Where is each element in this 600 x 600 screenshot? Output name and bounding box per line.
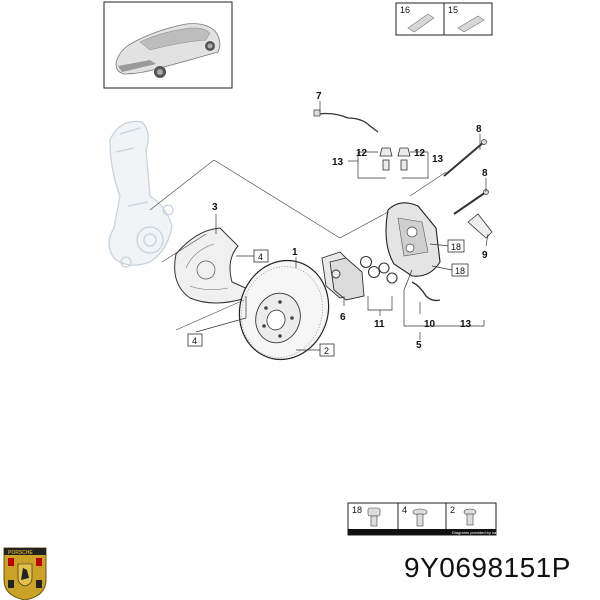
box-ref-18-upper: 18 <box>451 242 461 252</box>
callout-8-upper: 8 <box>476 124 482 135</box>
logo-text: PORSCHE <box>8 550 33 556</box>
callout-11: 11 <box>374 319 385 330</box>
legend-item-18-label: 18 <box>352 505 362 515</box>
callout-13-bottom: 13 <box>460 319 472 330</box>
callout-9: 9 <box>482 250 488 261</box>
callout-3: 3 <box>212 202 218 213</box>
callout-5: 5 <box>416 340 422 351</box>
brake-disc <box>238 259 330 361</box>
legend-item-16-label: 16 <box>400 5 410 15</box>
bolt-2-icon <box>463 508 477 526</box>
legend-item-2-label: 2 <box>450 505 455 515</box>
callout-10: 10 <box>424 319 436 330</box>
callout-13-left: 13 <box>332 157 344 168</box>
part-number: 9Y0698151P <box>404 552 571 583</box>
brake-pad-set <box>321 251 365 301</box>
paste-tube-icon <box>457 15 485 33</box>
bolt-4-icon <box>412 508 428 527</box>
retaining-spring <box>467 213 493 239</box>
leader-lines <box>195 101 489 351</box>
boxed-references <box>187 239 469 357</box>
vehicle-thumbnail <box>103 1 233 89</box>
porsche-logo: PORSCHE <box>3 547 47 600</box>
legend-item-15-label: 15 <box>448 5 458 15</box>
wear-sensor-wire <box>317 112 379 133</box>
horse-icon <box>21 568 29 580</box>
callout-8-lower: 8 <box>482 168 488 179</box>
grease-tube-icon <box>407 13 435 33</box>
legend-footer: Diagrams provided by catalog parts <box>452 530 515 535</box>
top-legend: 16 15 <box>395 2 493 36</box>
steering-knuckle <box>108 120 174 268</box>
bottom-legend: Diagrams provided by catalog parts 18 4 … <box>347 502 515 536</box>
box-ref-4-lower: 4 <box>192 336 197 346</box>
box-ref-2: 2 <box>324 346 329 356</box>
callout-12-right: 12 <box>414 148 426 159</box>
brake-caliper <box>385 202 441 277</box>
callout-labels: 7 8 8 12 12 13 13 3 1 9 6 11 10 13 5 <box>212 91 488 351</box>
box-ref-4-upper: 4 <box>258 252 263 262</box>
callout-13-right: 13 <box>432 154 444 165</box>
dust-shield <box>174 227 251 304</box>
callout-12-left: 12 <box>356 148 368 159</box>
box-ref-18-lower: 18 <box>455 266 465 276</box>
brake-hose <box>411 281 441 302</box>
piston-seal-kit <box>359 255 398 284</box>
bleeder-screws <box>379 147 411 171</box>
callout-1: 1 <box>292 247 298 258</box>
callout-6: 6 <box>340 312 346 323</box>
callout-7: 7 <box>316 91 322 102</box>
bolt-18-icon <box>367 507 381 527</box>
assembly-guide-lines <box>149 159 447 331</box>
legend-item-4-label: 4 <box>402 505 407 515</box>
boxed-reference-labels: 4 4 2 18 18 <box>192 242 465 356</box>
caliper-bolts <box>443 139 489 215</box>
